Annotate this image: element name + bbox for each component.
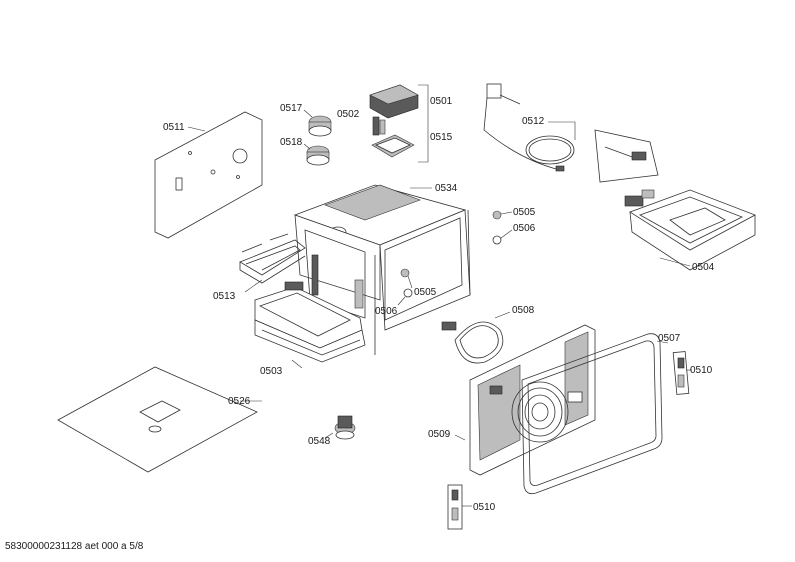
label-0534: 0534: [435, 183, 458, 194]
part-0505-screw-top: [492, 210, 513, 220]
label-0504: 0504: [692, 262, 715, 273]
part-0513-bottom-element: [239, 233, 306, 293]
part-0506-washer-top: [492, 229, 513, 245]
label-0510-bottom: 0510: [473, 502, 496, 513]
label-0506-mid: 0506: [375, 306, 398, 317]
label-0512: 0512: [522, 116, 545, 127]
label-0515: 0515: [430, 132, 453, 143]
part-0504-grill-element: [624, 189, 756, 271]
label-0511: 0511: [163, 122, 185, 133]
part-temperature-probe: [594, 129, 659, 183]
part-0501-control-module: [369, 84, 429, 163]
part-0502-connector: [372, 116, 386, 136]
label-0508: 0508: [512, 305, 535, 316]
label-0505-mid: 0505: [414, 287, 437, 298]
label-0506-top: 0506: [513, 223, 536, 234]
part-0507-door-gasket: [521, 333, 669, 495]
part-0515-tray: [371, 134, 415, 158]
label-0548: 0548: [308, 436, 331, 447]
label-0502: 0502: [337, 109, 360, 120]
part-0512-cable: [483, 83, 576, 172]
label-0517: 0517: [280, 103, 303, 114]
part-0511-back-panel: [154, 111, 263, 239]
part-0503-trays: [254, 281, 366, 369]
part-0508-fan-element: [441, 311, 511, 364]
part-0518-knob: [303, 143, 330, 166]
part-0505-screw-mid: [400, 268, 413, 289]
part-0510-hinge-right: [672, 351, 692, 395]
label-0510-right: 0510: [690, 365, 713, 376]
part-0548-lamp: [324, 415, 356, 440]
label-0501: 0501: [430, 96, 453, 107]
part-0509-fan-cover-panel: [454, 324, 596, 476]
part-0517-knob: [303, 109, 332, 137]
label-0513: 0513: [213, 291, 236, 302]
part-0526-insulation-mat: [57, 366, 262, 473]
label-0503: 0503: [260, 366, 283, 377]
document-footer: 58300000231128 aet 000 a 5/8: [5, 541, 144, 552]
label-0507: 0507: [658, 333, 681, 344]
part-0510-hinge-bottom: [447, 484, 472, 530]
label-0526: 0526: [228, 396, 251, 407]
label-0509: 0509: [428, 429, 451, 440]
label-0505-top: 0505: [513, 207, 536, 218]
part-0506-washer-mid: [397, 288, 413, 306]
label-0518: 0518: [280, 137, 303, 148]
